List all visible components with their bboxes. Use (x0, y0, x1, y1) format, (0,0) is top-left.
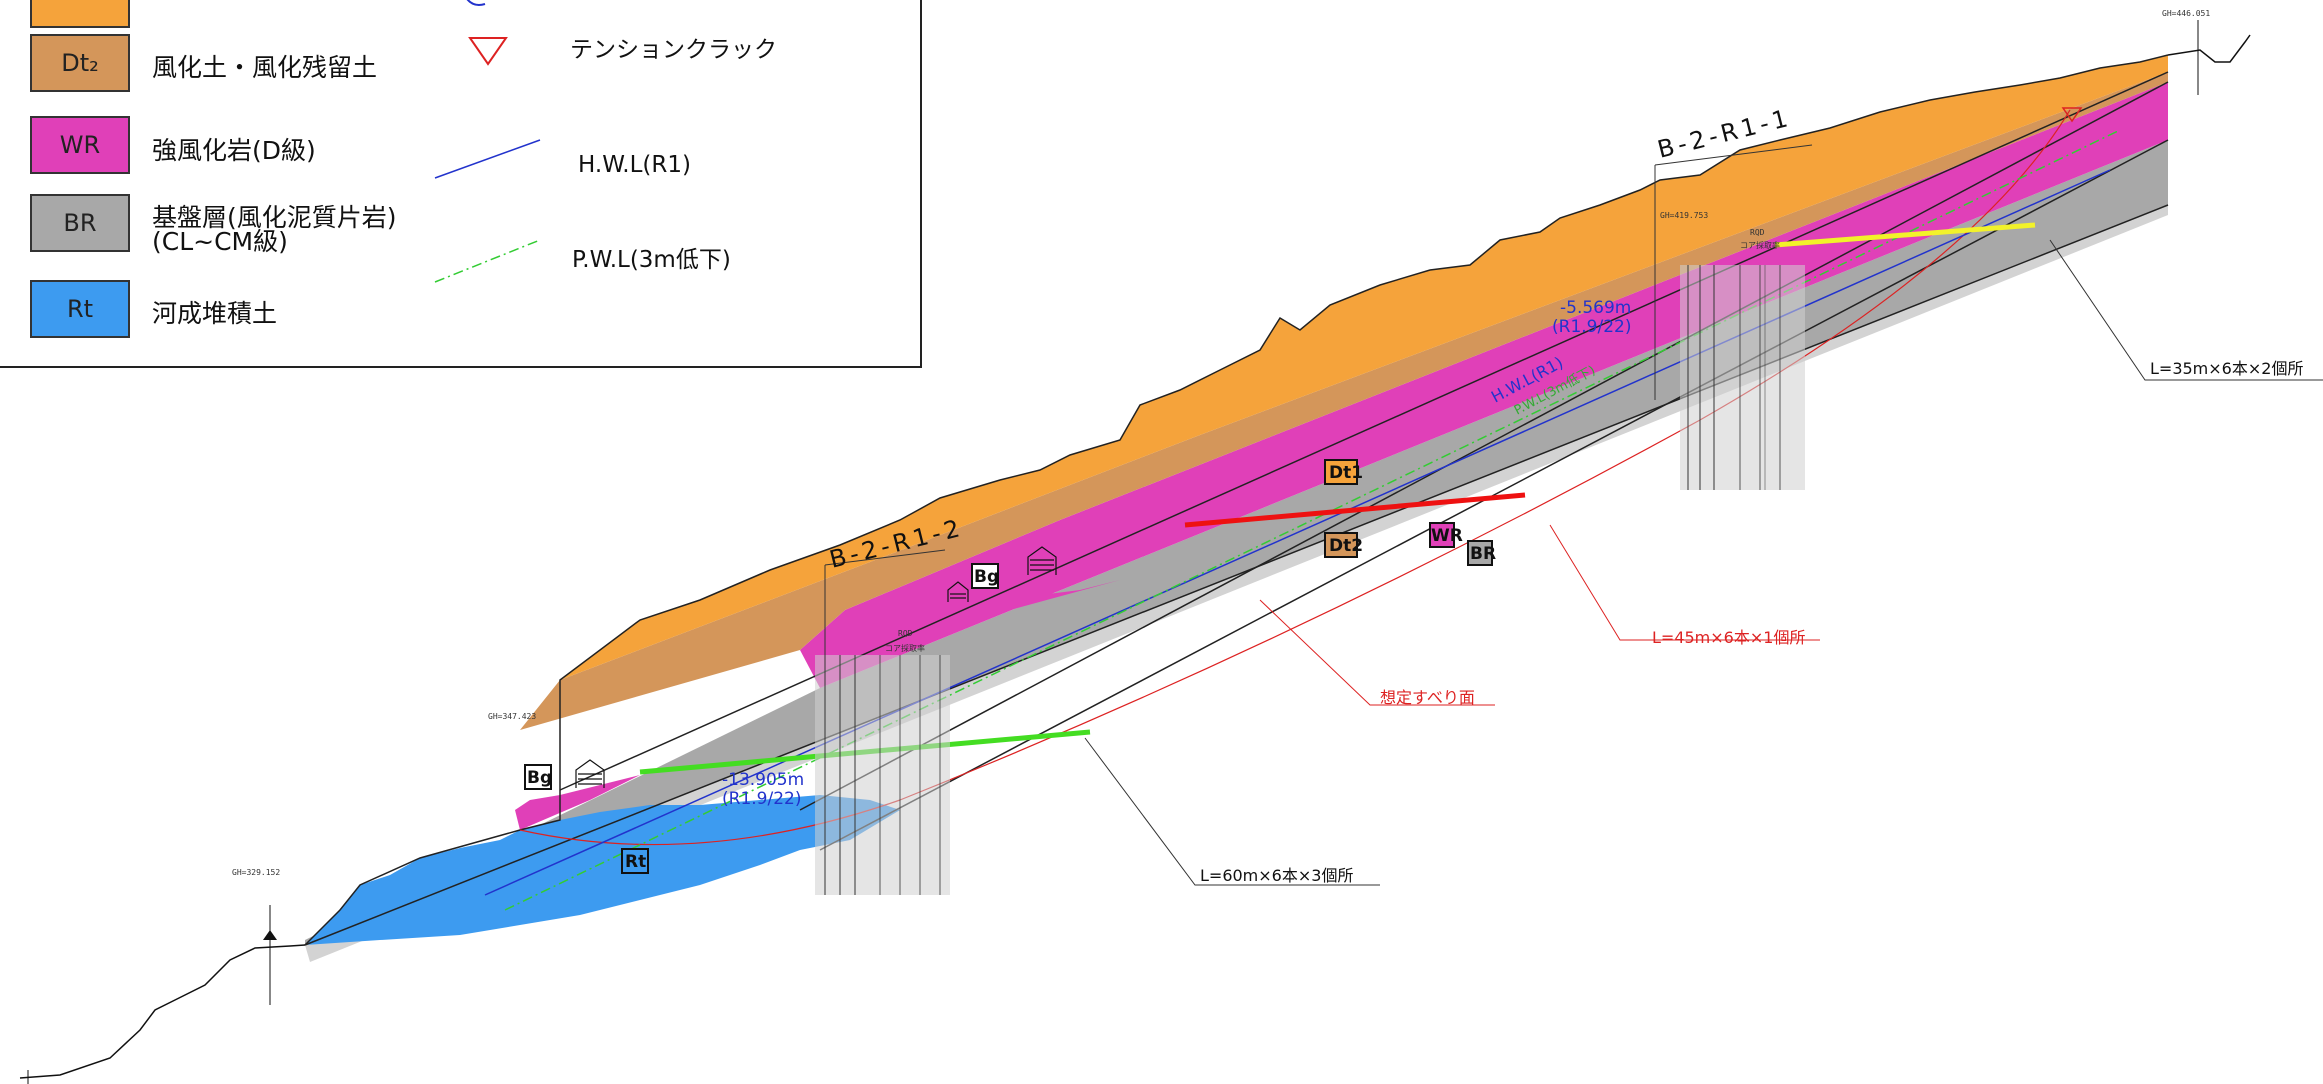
anchor-upper-yellow (1774, 222, 2036, 248)
tag-dt2: Dt2 (1329, 536, 1363, 556)
dt2-layer (520, 72, 2168, 730)
gh-low-label: GH=329.152 (232, 868, 280, 877)
hwl-line (484, 169, 2111, 896)
legend-code-rt: Rt (66, 295, 94, 323)
upper-crest-profile (2167, 34, 2251, 63)
tag-dt1-box (1324, 459, 1358, 485)
legend-code-dt2: Dt₂ (61, 49, 99, 77)
tag-bg2-box (524, 764, 552, 790)
legend-swatch-wr: WR (30, 116, 130, 174)
tag-br: BR (1470, 544, 1496, 564)
wl-lower-depth: -13.905m (722, 770, 804, 790)
wl-upper-date: (R1.9/22) (1552, 317, 1631, 337)
legend-pwl-line (434, 239, 541, 283)
house-icon (1027, 546, 1057, 575)
legend-swatch-dt1 (30, 0, 130, 28)
slip-surface-curve (519, 109, 2071, 846)
legend-hwl-label: H.W.L(R1) (578, 152, 691, 178)
anchor-middle-red (1184, 492, 1526, 528)
legend-code-wr: WR (59, 131, 101, 159)
core-label-b2: コア採取率 (885, 643, 925, 653)
rt-layer (305, 795, 900, 945)
wl-lower-date: (R1.9/22) (722, 789, 801, 809)
br-base-line (304, 204, 2169, 946)
borehole-log-b2r12 (815, 549, 950, 895)
bg-fill-lower (515, 775, 640, 830)
wl-upper-depth: -5.569m (1560, 298, 1631, 318)
legend-label-br: 基盤層(風化泥質片岩) (152, 203, 397, 232)
lower-slope-profile (19, 944, 306, 1079)
dt2-wr-boundary (799, 81, 2169, 811)
legend-panel: Dt₂ 風化土・風化残留土 WR 強風化岩(D級) BR 基盤層(風化泥質片岩)… (0, 0, 922, 368)
tag-rt: Rt (625, 852, 646, 872)
core-label-b1: コア採取率 (1740, 240, 1780, 250)
gh-b1-label: GH=419.753 (1660, 211, 1708, 220)
gh-low-triangle (263, 930, 277, 940)
house-icon (947, 581, 969, 602)
legend-pwl-label: P.W.L(3m低下) (572, 247, 731, 273)
legend-label-dt2: 風化土・風化残留土 (152, 53, 378, 82)
legend-swatch-rt: Rt (30, 280, 130, 338)
tag-dt2-box (1324, 532, 1358, 558)
leader-anchor-35 (2049, 239, 2323, 381)
house-icon (575, 759, 605, 788)
gh-mid-label: GH=347.423 (488, 712, 536, 721)
pwl-line (504, 129, 2121, 911)
legend-symbols (434, 0, 541, 283)
leader-slip-surface (1259, 599, 1495, 706)
tag-wr-box (1429, 522, 1455, 548)
legend-label-wr: 強風化岩(D級) (152, 136, 316, 165)
wr-br-boundary (819, 139, 2169, 851)
ground-surface-line (304, 54, 2169, 946)
dt1-layer (560, 55, 2168, 680)
leader-anchor-45 (1549, 524, 1820, 641)
rqd-label-b1: RQD (1750, 228, 1765, 237)
legend-label-rt: 河成堆積土 (152, 299, 278, 328)
rqd-label-b2: RQD (898, 629, 913, 638)
legend-label-br-sub: (CL~CM級) (152, 227, 288, 256)
tension-crack-marker (2061, 107, 2083, 123)
legend-hwl-line (434, 139, 541, 179)
leader-anchor-60 (1084, 737, 1380, 886)
tag-bg1-box (971, 563, 999, 589)
legend-swatch-dt2: Dt₂ (30, 34, 130, 92)
tag-bg-lower: Bg (527, 768, 552, 788)
tag-dt1: Dt1 (1329, 463, 1363, 483)
tag-bg-upper: Bg (974, 567, 999, 587)
tag-wr: WR (1431, 526, 1463, 546)
legend-tension-crack-icon (468, 37, 508, 66)
anchor-45-label: L=45m×6本×1個所 (1652, 628, 1805, 647)
borehole-log-b2r11 (1654, 144, 1813, 490)
anchor-35-label: L=35m×6本×2個所 (2150, 359, 2303, 378)
legend-tension-crack-label: テンションクラック (570, 37, 777, 63)
gh-top-label: GH=446.051 (2162, 9, 2210, 18)
legend-swatch-br: BR (30, 194, 130, 252)
wr-layer (800, 82, 2168, 688)
anchor-60-label: L=60m×6本×3個所 (1200, 866, 1353, 885)
tag-br-box (1467, 540, 1493, 566)
tag-rt-box (621, 848, 649, 874)
slip-surface-label: 想定すべり面 (1380, 688, 1475, 707)
legend-blue-arc (466, 0, 486, 6)
legend-code-br: BR (63, 209, 97, 237)
